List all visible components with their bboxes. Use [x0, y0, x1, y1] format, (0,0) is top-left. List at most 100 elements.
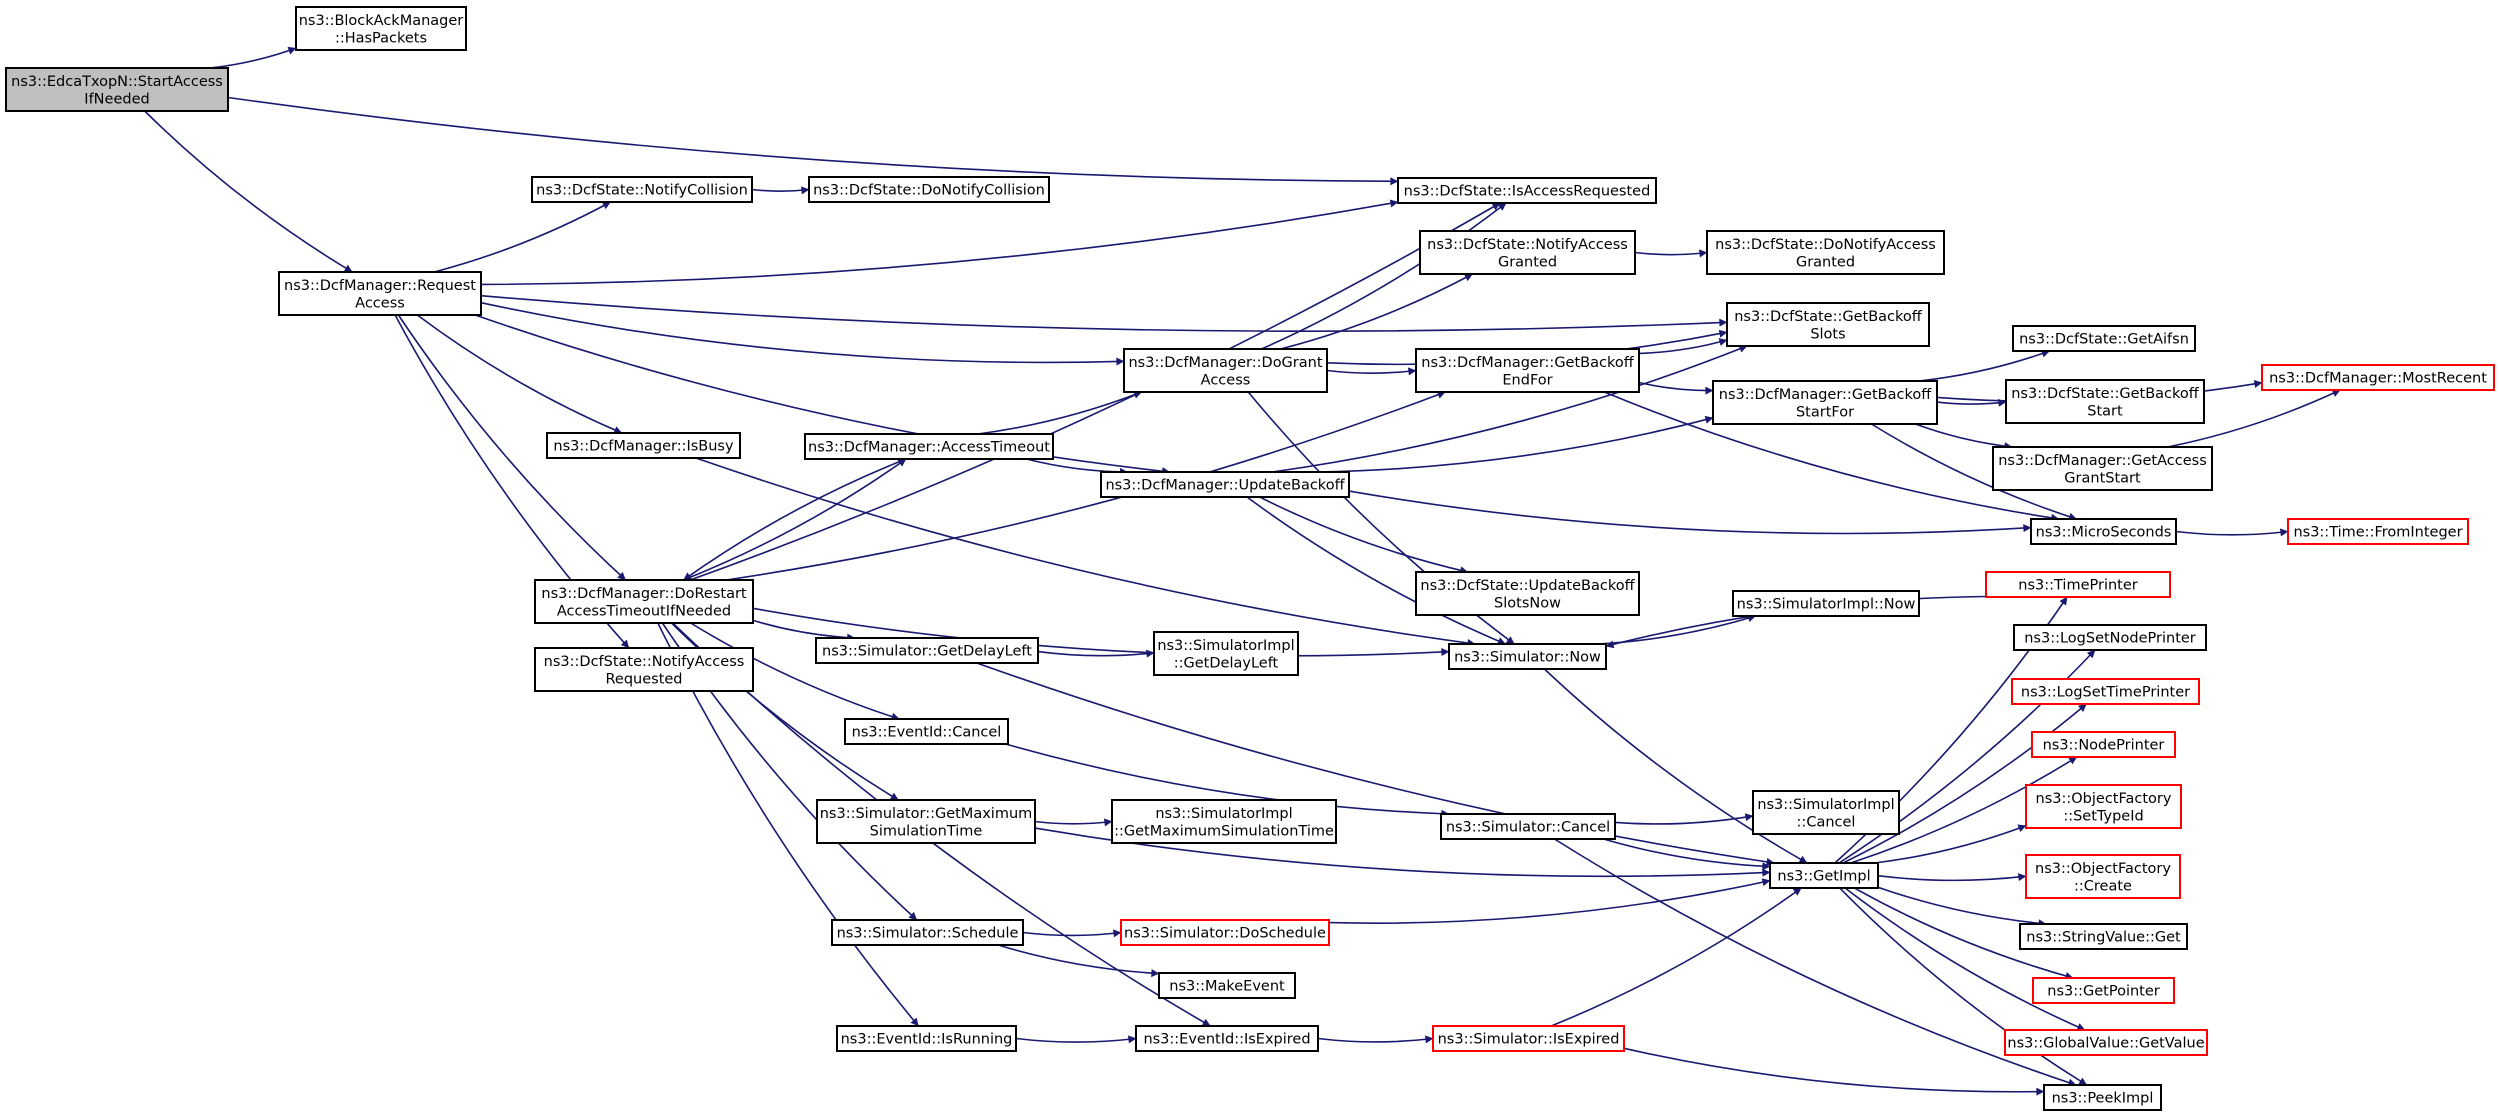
- node-box[interactable]: [2043, 1084, 2162, 1111]
- node-box[interactable]: [546, 432, 741, 459]
- node-box[interactable]: [1111, 799, 1337, 844]
- node-box[interactable]: [278, 271, 482, 316]
- node-simulator_schedule[interactable]: ns3::Simulator::Schedule: [831, 919, 1024, 946]
- node-box[interactable]: [1397, 177, 1657, 204]
- node-box[interactable]: [1440, 813, 1616, 840]
- node-box[interactable]: [2261, 364, 2495, 391]
- node-box[interactable]: [808, 176, 1050, 203]
- node-box[interactable]: [1732, 590, 1920, 617]
- node-box[interactable]: [295, 6, 467, 51]
- node-set_type_id[interactable]: ns3::ObjectFactory::SetTypeId: [2025, 784, 2182, 829]
- node-get_max_sim_time[interactable]: ns3::Simulator::GetMaximumSimulationTime: [816, 799, 1036, 844]
- node-simimpl_now[interactable]: ns3::SimulatorImpl::Now: [1732, 590, 1920, 617]
- node-box[interactable]: [2031, 731, 2176, 758]
- node-box[interactable]: [1992, 446, 2213, 491]
- node-box[interactable]: [1706, 230, 1945, 275]
- node-box[interactable]: [1153, 631, 1299, 676]
- node-micro_seconds[interactable]: ns3::MicroSeconds: [2030, 518, 2177, 545]
- node-from_integer[interactable]: ns3::Time::FromInteger: [2287, 518, 2469, 545]
- node-global_value_get_value[interactable]: ns3::GlobalValue::GetValue: [2004, 1029, 2208, 1056]
- node-make_event[interactable]: ns3::MakeEvent: [1158, 972, 1296, 999]
- node-get_pointer[interactable]: ns3::GetPointer: [2032, 977, 2175, 1004]
- node-get_delay_left[interactable]: ns3::Simulator::GetDelayLeft: [815, 637, 1039, 664]
- node-simimpl_get_delay_left[interactable]: ns3::SimulatorImpl::GetDelayLeft: [1153, 631, 1299, 676]
- node-string_value_get[interactable]: ns3::StringValue::Get: [2019, 923, 2188, 950]
- node-box[interactable]: [531, 176, 753, 203]
- node-box[interactable]: [2004, 1029, 2208, 1056]
- node-box[interactable]: [1100, 471, 1350, 498]
- node-box[interactable]: [1123, 348, 1328, 393]
- node-box[interactable]: [1135, 1025, 1319, 1052]
- node-simimpl_get_max_sim_time[interactable]: ns3::SimulatorImpl::GetMaximumSimulation…: [1111, 799, 1337, 844]
- node-get_aifsn[interactable]: ns3::DcfState::GetAifsn: [2012, 325, 2196, 352]
- node-box[interactable]: [2287, 518, 2469, 545]
- node-box[interactable]: [2012, 325, 2196, 352]
- node-box[interactable]: [2025, 784, 2182, 829]
- node-box[interactable]: [1726, 302, 1930, 347]
- node-box[interactable]: [534, 647, 754, 692]
- node-box[interactable]: [1419, 230, 1636, 275]
- node-box[interactable]: [1985, 571, 2171, 598]
- node-simulator_now[interactable]: ns3::Simulator::Now: [1448, 643, 1607, 670]
- node-factory_create[interactable]: ns3::ObjectFactory::Create: [2025, 854, 2181, 899]
- node-simulator_is_expired[interactable]: ns3::Simulator::IsExpired: [1432, 1025, 1625, 1052]
- node-box[interactable]: [5, 67, 229, 112]
- node-box[interactable]: [2019, 923, 2188, 950]
- node-do_schedule[interactable]: ns3::Simulator::DoSchedule: [1120, 919, 1330, 946]
- node-box[interactable]: [804, 433, 1054, 460]
- node-box[interactable]: [1432, 1025, 1625, 1052]
- node-access_timeout[interactable]: ns3::DcfManager::AccessTimeout: [804, 433, 1054, 460]
- node-node_printer[interactable]: ns3::NodePrinter: [2031, 731, 2176, 758]
- node-box[interactable]: [1769, 862, 1879, 889]
- node-do_notify_collision[interactable]: ns3::DcfState::DoNotifyCollision: [808, 176, 1050, 203]
- node-box[interactable]: [1120, 919, 1330, 946]
- node-eventid_is_expired[interactable]: ns3::EventId::IsExpired: [1135, 1025, 1319, 1052]
- node-box[interactable]: [2013, 624, 2207, 651]
- node-is_busy[interactable]: ns3::DcfManager::IsBusy: [546, 432, 741, 459]
- node-box[interactable]: [836, 1025, 1017, 1052]
- node-time_printer[interactable]: ns3::TimePrinter: [1985, 571, 2171, 598]
- node-box[interactable]: [815, 637, 1039, 664]
- node-box[interactable]: [2030, 518, 2177, 545]
- node-box[interactable]: [1752, 790, 1900, 835]
- node-box[interactable]: [844, 718, 1009, 745]
- node-do_restart[interactable]: ns3::DcfManager::DoRestartAccessTimeoutI…: [534, 579, 754, 624]
- node-log_set_node_printer[interactable]: ns3::LogSetNodePrinter: [2013, 624, 2207, 651]
- node-simulator_cancel[interactable]: ns3::Simulator::Cancel: [1440, 813, 1616, 840]
- node-box[interactable]: [2025, 854, 2181, 899]
- node-box[interactable]: [831, 919, 1024, 946]
- node-log_set_time_printer[interactable]: ns3::LogSetTimePrinter: [2011, 678, 2200, 705]
- node-peek_impl[interactable]: ns3::PeekImpl: [2043, 1084, 2162, 1111]
- node-box[interactable]: [2005, 379, 2205, 424]
- node-eventid_is_running[interactable]: ns3::EventId::IsRunning: [836, 1025, 1017, 1052]
- node-box[interactable]: [1448, 643, 1607, 670]
- node-is_access_requested[interactable]: ns3::DcfState::IsAccessRequested: [1397, 177, 1657, 204]
- node-get_impl[interactable]: ns3::GetImpl: [1769, 862, 1879, 889]
- node-most_recent[interactable]: ns3::DcfManager::MostRecent: [2261, 364, 2495, 391]
- node-simimpl_cancel[interactable]: ns3::SimulatorImpl::Cancel: [1752, 790, 1900, 835]
- node-box[interactable]: [1415, 348, 1640, 393]
- node-box[interactable]: [2032, 977, 2175, 1004]
- node-box[interactable]: [1415, 571, 1640, 616]
- node-has_packets[interactable]: ns3::BlockAckManager::HasPackets: [295, 6, 467, 51]
- node-box[interactable]: [2011, 678, 2200, 705]
- node-box[interactable]: [816, 799, 1036, 844]
- node-box[interactable]: [534, 579, 754, 624]
- node-eventid_cancel[interactable]: ns3::EventId::Cancel: [844, 718, 1009, 745]
- node-notify_collision[interactable]: ns3::DcfState::NotifyCollision: [531, 176, 753, 203]
- node-box[interactable]: [1712, 380, 1938, 425]
- node-box[interactable]: [1158, 972, 1296, 999]
- node-update_backoff[interactable]: ns3::DcfManager::UpdateBackoff: [1100, 471, 1350, 498]
